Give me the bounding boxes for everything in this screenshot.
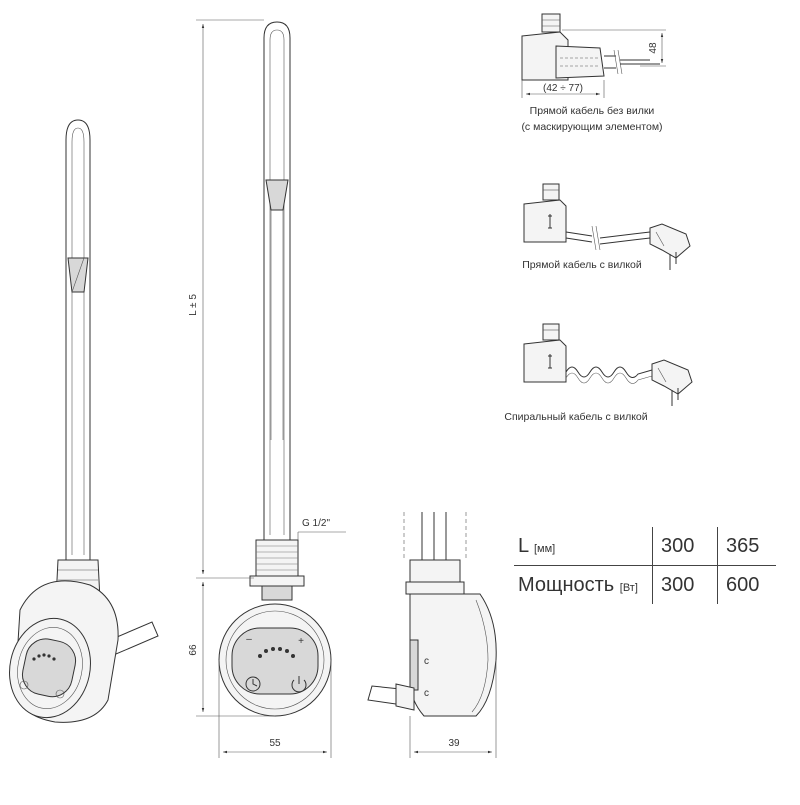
- length-unit: [мм]: [533, 542, 556, 555]
- minus-key: –: [246, 634, 252, 645]
- dimension-height: 66: [188, 582, 275, 717]
- power-label: Мощность: [518, 573, 615, 596]
- spec-table: L [мм] 300 365 Мощность [Вт] 300 600: [514, 527, 776, 604]
- width-55-label: 55: [269, 738, 281, 749]
- spec-row-power: Мощность [Вт] 300 600: [514, 565, 776, 605]
- length-value-2: 365: [717, 527, 776, 566]
- variant-straight-with-plug: Прямой кабель с вилкой: [522, 183, 691, 271]
- front-view: – +: [218, 21, 332, 717]
- length-cell: L [мм]: [514, 527, 653, 566]
- power-value-2: 600: [717, 565, 776, 604]
- depth-39-label: 39: [448, 738, 460, 749]
- dimension-thread: G 1/2": [297, 518, 346, 540]
- svg-text:c: c: [424, 688, 429, 699]
- dimension-length: L ± 5: [188, 19, 264, 579]
- variant-2-caption: Прямой кабель с вилкой: [522, 259, 642, 271]
- svg-text:c: c: [424, 656, 429, 667]
- length-label: L ± 5: [188, 294, 199, 316]
- variant-1-caption-sub: (с маскирующим элементом): [521, 121, 662, 133]
- side-view: c c: [367, 512, 497, 717]
- plus-key: +: [298, 636, 304, 647]
- power-icon: [291, 676, 307, 693]
- variant-3-caption: Спиральный кабель с вилкой: [504, 411, 647, 423]
- length-label: L: [518, 534, 529, 557]
- dimension-width: 55: [218, 660, 332, 758]
- height-66-label: 66: [188, 644, 199, 656]
- range-42-77-label: (42 ÷ 77): [543, 83, 583, 94]
- variant-straight-no-plug: 48 (42 ÷ 77) Прямой кабель без вилки (с …: [521, 13, 666, 133]
- height-48-label: 48: [648, 42, 659, 54]
- power-cell: Мощность [Вт]: [514, 566, 653, 605]
- led-indicators: [258, 647, 295, 658]
- dimension-depth: 39: [409, 660, 497, 758]
- power-value-1: 300: [652, 565, 718, 604]
- thread-label: G 1/2": [302, 518, 330, 529]
- perspective-view: [9, 119, 159, 723]
- variant-spiral-with-plug: Спиральный кабель с вилкой: [504, 323, 693, 423]
- plug-icon: [649, 223, 691, 270]
- variant-1-caption: Прямой кабель без вилки: [530, 105, 655, 117]
- side-housing: [409, 593, 497, 717]
- timer-icon: [245, 676, 261, 692]
- rod-fin-front: [265, 179, 289, 211]
- spec-row-length: L [мм] 300 365: [514, 527, 776, 566]
- power-unit: [Вт]: [619, 581, 638, 594]
- front-control-panel: [231, 627, 319, 695]
- plug-icon: [651, 359, 693, 406]
- length-value-1: 300: [652, 527, 718, 566]
